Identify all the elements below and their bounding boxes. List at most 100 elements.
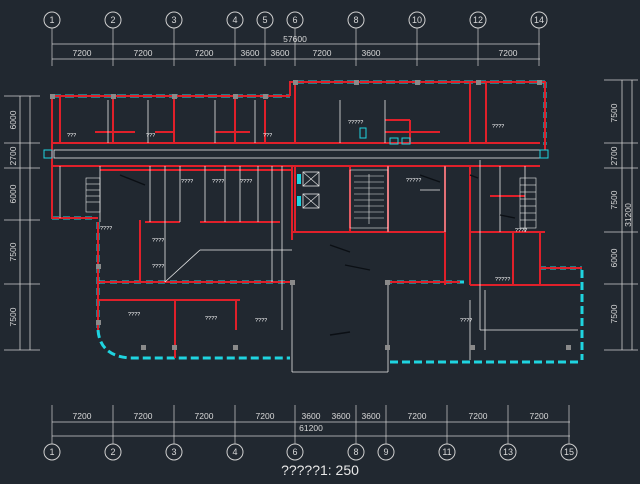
grid-bubble: 2 xyxy=(104,405,122,461)
walls xyxy=(51,81,582,358)
right-dim: 7500 xyxy=(609,304,619,323)
bottom-dim: 3600 xyxy=(362,411,381,421)
grid-bubble: 6 xyxy=(286,405,304,461)
room-label: ????? xyxy=(495,277,510,283)
left-dim: 6000 xyxy=(8,110,18,129)
grid-bubble: 8 xyxy=(347,405,365,461)
top-grid-bubbles: 1 2 3 4 5 6 8 10 12 14 xyxy=(43,11,548,66)
hatch-marks xyxy=(119,174,516,336)
svg-text:15: 15 xyxy=(564,447,574,457)
top-dimensions: 57600 7200 7200 7200 3600 3600 7200 3600… xyxy=(73,34,518,58)
top-dim: 7200 xyxy=(313,48,332,58)
room-label: ???? xyxy=(100,226,112,232)
bottom-dim: 7200 xyxy=(408,411,427,421)
grid-bubble: 2 xyxy=(104,11,122,66)
svg-text:9: 9 xyxy=(383,447,388,457)
svg-text:4: 4 xyxy=(232,15,237,25)
room-label: ???? xyxy=(460,318,472,324)
bottom-dim: 7200 xyxy=(195,411,214,421)
top-axis xyxy=(52,43,540,60)
right-dimensions: 7500 2700 7500 6000 7500 31200 xyxy=(609,103,633,323)
top-dim: 7200 xyxy=(134,48,153,58)
top-total-dim: 57600 xyxy=(283,34,307,44)
top-dim: 7200 xyxy=(499,48,518,58)
top-dim: 7200 xyxy=(195,48,214,58)
fixtures xyxy=(43,127,549,159)
bottom-dim: 3600 xyxy=(302,411,321,421)
bottom-dim: 7200 xyxy=(134,411,153,421)
bottom-dim: 7200 xyxy=(73,411,92,421)
room-label: ???? xyxy=(212,179,224,185)
right-total-dim: 31200 xyxy=(623,203,633,227)
top-dim: 3600 xyxy=(241,48,260,58)
bottom-axis xyxy=(52,421,570,437)
svg-text:12: 12 xyxy=(473,15,483,25)
grid-bubble: 13 xyxy=(499,405,517,461)
grid-bubble: 3 xyxy=(165,405,183,461)
grid-bubble: 15 xyxy=(560,405,578,461)
svg-text:11: 11 xyxy=(442,447,451,457)
grid-bubble: 9 xyxy=(377,405,395,461)
grid-bubble: 3 xyxy=(165,11,183,66)
grid-bubble: 1 xyxy=(43,405,61,461)
grid-bubble: 11 xyxy=(438,405,456,461)
grid-bubble: 5 xyxy=(256,11,274,66)
left-dim: 2700 xyxy=(8,146,18,165)
grid-bubble: 14 xyxy=(530,11,548,66)
thin-lines xyxy=(53,100,578,373)
room-label: ????? xyxy=(348,120,363,126)
room-label: ????? xyxy=(406,178,421,184)
elevator-cars xyxy=(297,171,320,209)
room-label: ???? xyxy=(205,316,217,322)
room-label: ???? xyxy=(492,124,504,130)
left-dimensions: 6000 2700 6000 7500 7500 xyxy=(8,110,18,326)
svg-text:8: 8 xyxy=(353,447,358,457)
svg-text:10: 10 xyxy=(412,15,422,25)
bottom-dimensions: 7200 7200 7200 7200 3600 3600 3600 7200 … xyxy=(73,411,549,433)
svg-text:5: 5 xyxy=(262,15,267,25)
top-dim: 3600 xyxy=(271,48,290,58)
right-dim: 6000 xyxy=(609,248,619,267)
svg-text:2: 2 xyxy=(110,447,115,457)
top-dim: 3600 xyxy=(362,48,381,58)
svg-text:8: 8 xyxy=(353,15,358,25)
drawing-title: ?????1: 250 xyxy=(281,462,359,478)
left-dim: 6000 xyxy=(8,184,18,203)
bottom-dim: 7200 xyxy=(256,411,275,421)
room-label: ???? xyxy=(515,228,527,234)
room-labels: ??? ??? ??? ????? ???? ???? ???? ???? ??… xyxy=(67,120,527,324)
bottom-total-dim: 61200 xyxy=(299,423,323,433)
room-label: ???? xyxy=(128,312,140,318)
room-label: ???? xyxy=(181,179,193,185)
bottom-grid-bubbles: 1 2 3 4 6 8 9 11 13 15 xyxy=(43,405,578,461)
svg-text:1: 1 xyxy=(49,447,54,457)
stair-core-east xyxy=(349,169,389,229)
stair-west xyxy=(85,177,101,213)
svg-text:2: 2 xyxy=(110,15,115,25)
curved-window-band xyxy=(96,329,290,360)
bottom-dim: 7200 xyxy=(530,411,549,421)
grid-bubble: 6 xyxy=(286,11,304,66)
right-dim: 7500 xyxy=(609,103,619,122)
room-label: ??? xyxy=(146,133,155,139)
grid-bubble: 4 xyxy=(226,11,244,66)
left-dim: 7500 xyxy=(8,307,18,326)
room-label: ??? xyxy=(67,133,76,139)
grid-bubble: 12 xyxy=(469,11,487,66)
svg-text:1: 1 xyxy=(49,15,54,25)
top-dim: 7200 xyxy=(73,48,92,58)
room-label: ??? xyxy=(263,133,272,139)
svg-text:13: 13 xyxy=(503,447,513,457)
svg-text:3: 3 xyxy=(171,15,176,25)
room-label: ???? xyxy=(152,238,164,244)
right-dim: 2700 xyxy=(609,146,619,165)
grid-bubble: 4 xyxy=(226,405,244,461)
svg-text:14: 14 xyxy=(534,15,544,25)
stair-far-east xyxy=(519,177,537,229)
bottom-dim: 3600 xyxy=(332,411,351,421)
room-label: ???? xyxy=(255,318,267,324)
svg-text:3: 3 xyxy=(171,447,176,457)
right-dim: 7500 xyxy=(609,190,619,209)
